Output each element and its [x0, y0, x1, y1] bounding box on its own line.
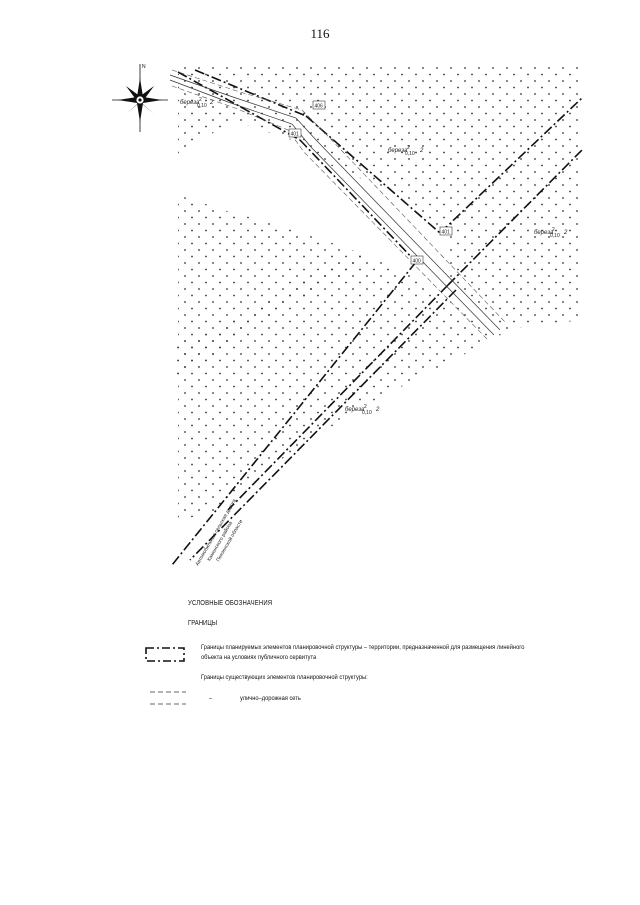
legend-item-planned-line2: объекта на условиях публичного сервитута: [201, 654, 317, 661]
forest-label-2: береза 2 0,10 2: [388, 145, 424, 157]
svg-text:2: 2: [407, 145, 410, 151]
legend-item-street-text: улично–дорожная сеть: [240, 695, 301, 702]
svg-text:2: 2: [209, 100, 214, 106]
svg-text:береза: береза: [345, 407, 365, 413]
svg-text:0,10: 0,10: [362, 410, 372, 416]
forest-label-4: береза 2 0,10 2: [345, 404, 380, 416]
svg-text:401: 401: [291, 132, 300, 138]
forest-area-left: [172, 252, 368, 388]
node-marker-401-lower: 401: [439, 226, 453, 236]
svg-text:береза: береза: [180, 100, 200, 106]
svg-text:2: 2: [364, 404, 367, 410]
svg-text:2: 2: [419, 148, 424, 154]
planned-boundary-lines: [171, 69, 583, 566]
legend-symbol-street: [150, 691, 186, 705]
svg-text:400: 400: [413, 259, 422, 265]
legend-item-planned-line1: Границы планируемых элементов планировоч…: [201, 644, 525, 651]
svg-text:0,10: 0,10: [405, 151, 415, 157]
svg-text:406: 406: [315, 104, 324, 110]
svg-text:N: N: [142, 64, 146, 70]
svg-text:береза: береза: [534, 230, 554, 236]
forest-area-upper: [178, 65, 582, 330]
legend-subtitle: ГРАНИЦЫ: [188, 620, 218, 627]
page-number: 116: [310, 26, 330, 41]
road-lines: [169, 74, 501, 336]
svg-text:2: 2: [563, 230, 568, 236]
svg-text:0,10: 0,10: [197, 103, 207, 109]
svg-text:2: 2: [199, 97, 202, 103]
node-marker-406: 406: [312, 100, 326, 110]
forest-label-1: береза 2 0,10 2: [180, 97, 214, 109]
legend-item-existing-heading: Границы существующих элементов планирово…: [201, 674, 368, 681]
node-marker-401-upper: 401: [288, 128, 302, 138]
svg-text:0,10: 0,10: [550, 233, 560, 239]
svg-text:береза: береза: [388, 148, 408, 154]
svg-text:2: 2: [375, 407, 380, 413]
svg-text:2: 2: [552, 227, 555, 233]
north-arrow-icon: N: [112, 64, 168, 132]
node-marker-400: 400: [410, 255, 424, 265]
street-boundary-lines: [171, 69, 506, 341]
svg-text:401: 401: [442, 230, 451, 236]
legend-title: УСЛОВНЫЕ ОБОЗНАЧЕНИЯ: [188, 600, 273, 607]
legend-item-street-dash: –: [209, 695, 213, 702]
forest-label-3: береза 2 0,10 2: [534, 227, 568, 239]
legend-symbol-planned: [145, 647, 185, 662]
